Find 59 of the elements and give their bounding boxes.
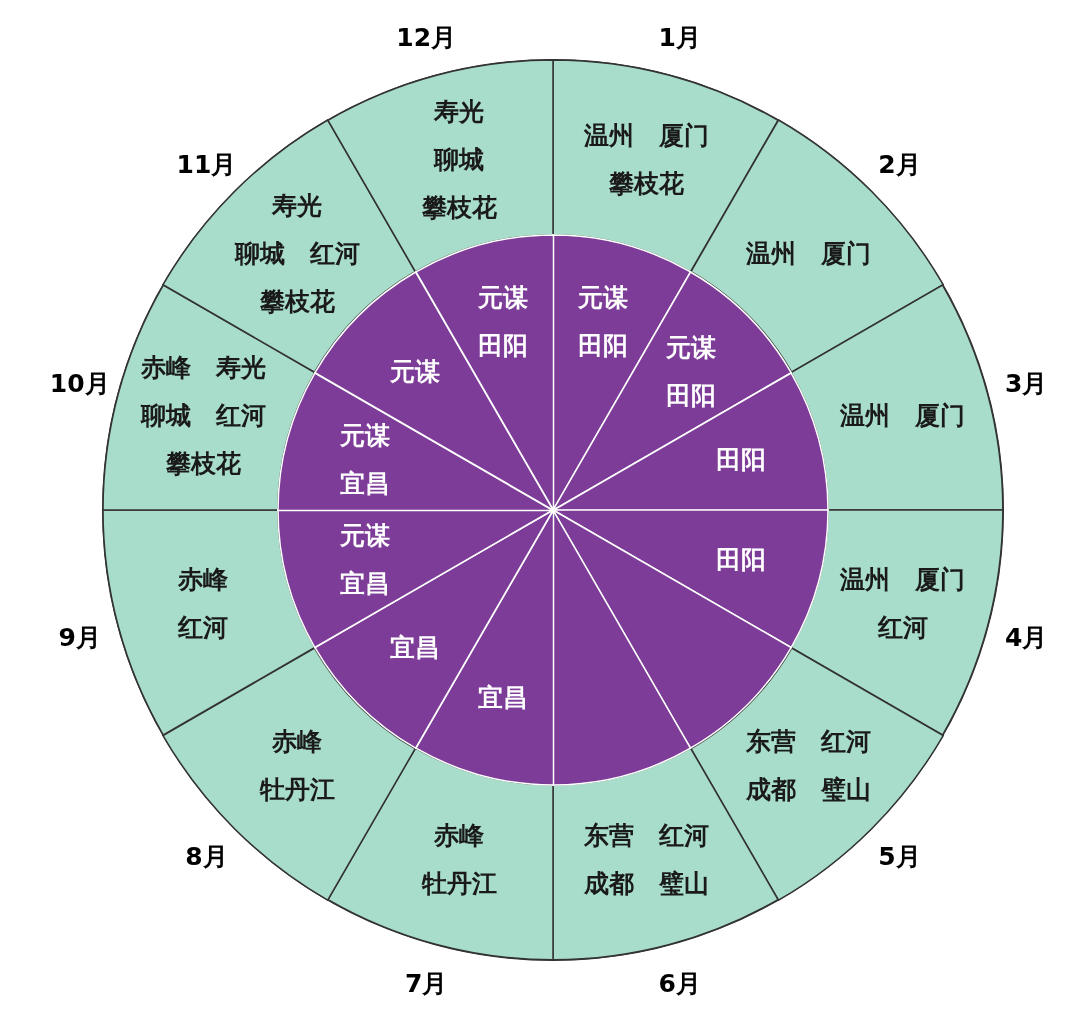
place-name: 牡丹江 <box>421 867 497 900</box>
month-label: 6月 <box>658 967 701 1000</box>
place-name: 宜昌 <box>390 631 441 664</box>
place-name: 攀枝花 <box>258 286 336 318</box>
month-label: 9月 <box>58 621 101 654</box>
place-name: 聊城 红河 <box>234 238 360 270</box>
place-name: 元谋 <box>339 520 390 553</box>
place-name: 攀枝花 <box>421 192 497 225</box>
place-name: 东营 红河 <box>746 725 872 758</box>
place-name: 成都 璧山 <box>746 773 872 806</box>
place-name: 元谋 <box>390 356 441 389</box>
place-name: 宜昌 <box>477 682 528 715</box>
place-name: 寿光 <box>432 96 486 129</box>
place-name: 宜昌 <box>339 467 390 500</box>
place-name: 攀枝花 <box>164 448 242 481</box>
month-label: 1月 <box>658 21 701 54</box>
place-name: 赤峰 <box>433 819 486 852</box>
place-name: 赤峰 寿光 <box>140 352 266 385</box>
month-label: 10月 <box>49 367 110 400</box>
place-name: 赤峰 <box>178 563 229 596</box>
place-name: 元谋 <box>665 332 716 365</box>
place-name: 聊城 <box>432 144 486 177</box>
place-name: 田阳 <box>716 544 767 577</box>
month-label: 5月 <box>878 840 921 873</box>
place-name: 温州 厦门 <box>840 563 966 596</box>
place-name: 元谋 <box>339 419 390 452</box>
place-name: 宜昌 <box>339 568 390 601</box>
month-label: 3月 <box>1005 367 1048 400</box>
outer-sector <box>791 285 1003 510</box>
place-name: 田阳 <box>477 329 528 362</box>
place-name: 温州 厦门 <box>840 400 966 433</box>
place-name: 东营 红河 <box>584 819 710 852</box>
place-name: 田阳 <box>716 443 767 476</box>
place-name: 牡丹江 <box>259 773 335 806</box>
place-name: 红河 <box>876 611 929 644</box>
inner-sector <box>553 372 828 510</box>
inner-sector <box>553 271 792 510</box>
place-name: 成都 璧山 <box>584 867 710 900</box>
month-label: 11月 <box>176 148 237 180</box>
inner-sector <box>553 510 828 648</box>
inner-sector <box>415 510 553 785</box>
month-label: 4月 <box>1005 621 1048 654</box>
place-name: 元谋 <box>477 281 528 314</box>
place-name: 田阳 <box>665 380 716 413</box>
place-name: 田阳 <box>578 329 629 362</box>
inner-sector <box>415 235 553 510</box>
place-name: 温州 厦门 <box>746 238 872 270</box>
place-name: 温州 厦门 <box>584 120 710 153</box>
month-label: 2月 <box>878 148 921 180</box>
place-name: 聊城 红河 <box>140 400 266 433</box>
month-label: 7月 <box>404 967 448 1000</box>
place-name: 寿光 <box>270 190 323 222</box>
place-name: 赤峰 <box>271 725 323 758</box>
place-name: 元谋 <box>578 281 629 314</box>
inner-sector <box>553 510 691 785</box>
place-name: 红河 <box>178 611 229 644</box>
month-label: 12月 <box>396 21 457 54</box>
month-label: 8月 <box>185 840 228 873</box>
place-name: 攀枝花 <box>608 168 686 201</box>
